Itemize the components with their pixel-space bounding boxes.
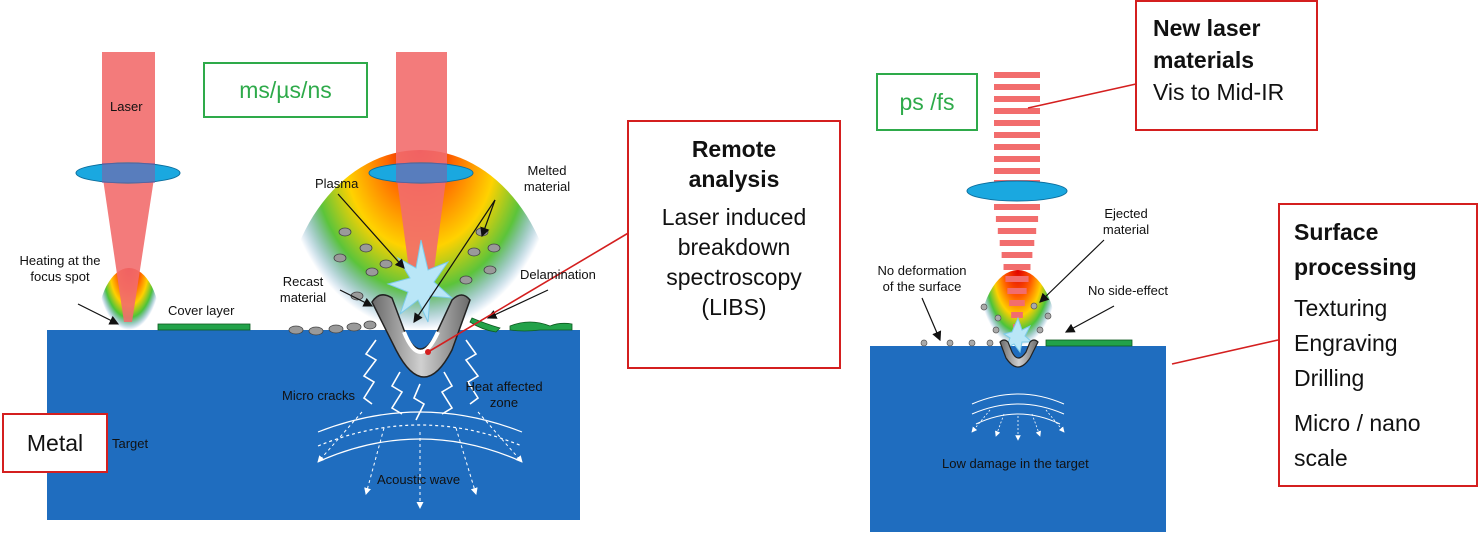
pulse-duration-text: ms/µs/ns xyxy=(239,76,332,103)
ejected-material-label: Ejected material xyxy=(1102,206,1150,237)
laser-pulse-stripe xyxy=(994,72,1040,78)
pulse-duration-box-left: ms/µs/ns xyxy=(203,62,368,118)
libs-line-1: Laser induced xyxy=(661,204,807,230)
right-acoustic-arrows xyxy=(971,409,1065,441)
laser-pulse-stripe xyxy=(1003,264,1031,270)
libs-line-3: spectroscopy xyxy=(666,264,802,290)
remote-analysis-heading-1: Remote xyxy=(691,136,777,162)
recast-debris xyxy=(288,320,377,336)
surface-item-engraving: Engraving xyxy=(1294,330,1398,356)
focus-heat-zone xyxy=(97,268,161,392)
surface-scale-1: Micro / nano xyxy=(1294,410,1421,436)
right-acoustic-waves xyxy=(971,393,1065,425)
melted-material-label: Melted material xyxy=(523,163,571,194)
recast-material-label: Recast material xyxy=(279,274,327,305)
laser-label: Laser xyxy=(110,99,143,114)
surface-connector-line xyxy=(1171,339,1279,365)
plasma-label: Plasma xyxy=(315,176,359,191)
laser-pulse-stripe xyxy=(994,204,1040,210)
left-pointer-lines xyxy=(77,193,549,325)
laser-pulse-stripe xyxy=(994,120,1040,126)
heat-affected-zone-label: Heat affected zone xyxy=(465,379,543,410)
laser-pulse-stripe xyxy=(1001,252,1033,258)
surface-item-texturing: Texturing xyxy=(1294,295,1388,321)
remote-analysis-box: Remote analysis Laser induced breakdown … xyxy=(627,120,841,369)
laser-pulse-stripe xyxy=(1009,300,1025,306)
laser-pulse-stripe xyxy=(1005,276,1029,282)
laser-pulse-stripe xyxy=(994,132,1040,138)
acoustic-wave-arrows xyxy=(317,411,523,509)
pulse-duration-text-right: ps /fs xyxy=(899,88,955,115)
right-crater xyxy=(999,339,1039,368)
metal-box: Metal xyxy=(2,413,108,473)
laser-pulse-stripe xyxy=(994,84,1040,90)
right-cover-layer xyxy=(1045,339,1133,347)
right-pointer-lines xyxy=(921,239,1115,342)
acoustic-wave-label: Acoustic wave xyxy=(377,472,461,487)
laser-pulse-stripe xyxy=(994,144,1040,150)
surface-item-drilling: Drilling xyxy=(1294,365,1365,391)
surface-heading-1: Surface xyxy=(1294,219,1379,245)
crater-walls xyxy=(371,294,471,378)
laser-pulse-stripe xyxy=(995,216,1039,222)
ejected-particles xyxy=(920,302,1052,347)
laser-pulse-stripe xyxy=(1011,312,1023,318)
micro-cracks-label: Micro cracks xyxy=(282,388,355,403)
heat-affected-zone xyxy=(282,150,558,510)
no-side-effect-label: No side-effect xyxy=(1088,283,1168,298)
delamination-label: Delamination xyxy=(520,267,596,282)
new-laser-heading-1: New laser xyxy=(1153,15,1261,41)
low-damage-label: Low damage in the target xyxy=(942,456,1089,471)
no-deformation-label: No deformation of the surface xyxy=(877,263,967,294)
laser-pulse-stripe xyxy=(994,156,1040,162)
laser-pulse-stripe xyxy=(994,168,1040,174)
surface-heading-2: processing xyxy=(1294,254,1417,280)
surface-scale-2: scale xyxy=(1294,445,1348,471)
laser-pulse-stripe xyxy=(997,228,1037,234)
new-laser-box: New laser materials Vis to Mid-IR xyxy=(1135,0,1318,131)
cover-layer xyxy=(157,323,251,331)
libs-connector-line xyxy=(427,231,631,353)
laser-pulse-stripe xyxy=(999,240,1035,246)
remote-analysis-heading-2: analysis xyxy=(688,166,780,192)
laser-pulse-stripe xyxy=(994,108,1040,114)
new-laser-connector-line xyxy=(1027,83,1137,109)
new-laser-heading-2: materials xyxy=(1153,47,1255,73)
surface-processing-box: Surface processing Texturing Engraving D… xyxy=(1278,203,1478,487)
laser-beam-left xyxy=(102,52,155,322)
cover-layer-label: Cover layer xyxy=(168,303,235,318)
libs-line-4: (LIBS) xyxy=(701,294,767,320)
delamination-flap xyxy=(469,317,501,333)
new-laser-body: Vis to Mid-IR xyxy=(1153,79,1285,105)
heating-label: Heating at the focus spot xyxy=(19,253,101,284)
metal-text: Metal xyxy=(26,429,84,456)
laser-pulse-stripe xyxy=(1007,288,1027,294)
laser-pulse-stripe xyxy=(994,96,1040,102)
right-plasma xyxy=(1002,316,1034,354)
libs-line-2: breakdown xyxy=(677,234,791,260)
target-label: Target xyxy=(112,436,149,451)
pulse-duration-box-right: ps /fs xyxy=(876,73,978,131)
lens-right xyxy=(966,180,1068,202)
micro-cracks xyxy=(362,339,480,421)
